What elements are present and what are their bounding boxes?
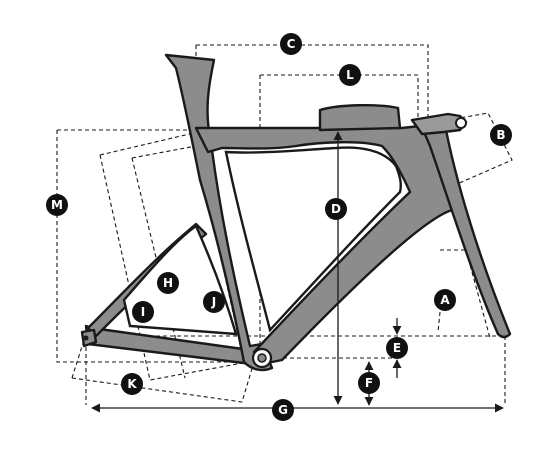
- svg-text:J: J: [211, 295, 216, 309]
- dim-h-box: [99, 154, 249, 381]
- label-g: G: [272, 399, 294, 421]
- dim-b-line: [419, 112, 513, 189]
- bike-frame: [80, 53, 512, 372]
- rear-dropout: [80, 328, 98, 348]
- label-f: F: [358, 372, 380, 394]
- svg-text:G: G: [278, 403, 288, 417]
- label-b: B: [490, 124, 512, 146]
- label-i: I: [132, 301, 154, 323]
- dim-k-left: [71, 339, 85, 379]
- label-e: E: [386, 337, 408, 359]
- svg-text:K: K: [127, 377, 137, 391]
- bottom-bracket-inner: [257, 353, 267, 363]
- svg-text:E: E: [393, 341, 401, 355]
- svg-text:L: L: [346, 68, 354, 82]
- svg-text:F: F: [365, 376, 373, 390]
- svg-text:M: M: [51, 198, 63, 212]
- top-tube-box: [318, 104, 402, 132]
- svg-text:H: H: [163, 276, 173, 290]
- measurement-arrows: [91, 131, 504, 413]
- label-k: K: [121, 373, 143, 395]
- svg-text:I: I: [141, 305, 145, 319]
- label-h: H: [157, 272, 179, 294]
- dim-a-line: [440, 249, 491, 339]
- dim-a-small: [437, 311, 441, 333]
- dim-k-line: [71, 361, 255, 403]
- label-j: J: [203, 291, 225, 313]
- dim-c-line: [196, 44, 429, 128]
- dim-l-line: [260, 74, 419, 118]
- label-d: D: [325, 198, 347, 220]
- rear-axle: [83, 335, 89, 341]
- svg-text:D: D: [331, 202, 341, 216]
- svg-text:C: C: [287, 37, 296, 51]
- main-triangle-hole: [224, 146, 402, 333]
- label-l: L: [339, 64, 361, 86]
- bar-clamp: [455, 117, 467, 129]
- label-m: M: [46, 194, 68, 216]
- label-a: A: [434, 289, 456, 311]
- svg-text:A: A: [440, 293, 450, 307]
- svg-text:B: B: [496, 128, 505, 142]
- label-c: C: [280, 33, 302, 55]
